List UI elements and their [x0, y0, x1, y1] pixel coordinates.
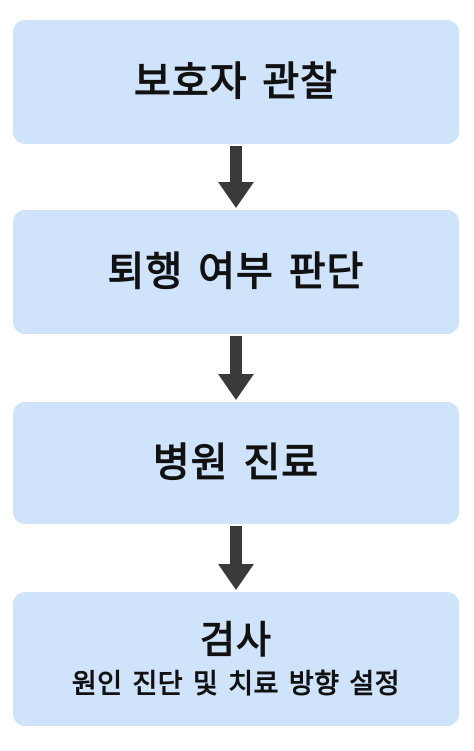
down-arrow-icon	[218, 146, 254, 208]
flow-step-observation: 보호자 관찰	[13, 20, 459, 144]
step-sublabel: 원인 진단 및 치료 방향 설정	[71, 668, 401, 700]
flow-step-hospital-visit: 병원 진료	[13, 402, 459, 524]
step-label: 보호자 관찰	[134, 59, 338, 105]
flow-step-examination: 검사 원인 진단 및 치료 방향 설정	[13, 592, 459, 726]
down-arrow-icon	[218, 526, 254, 590]
step-label: 검사	[200, 617, 272, 662]
step-label: 병원 진료	[152, 440, 320, 486]
flow-step-regression-check: 퇴행 여부 판단	[13, 210, 459, 334]
down-arrow-icon	[218, 336, 254, 400]
step-label: 퇴행 여부 판단	[107, 249, 365, 295]
